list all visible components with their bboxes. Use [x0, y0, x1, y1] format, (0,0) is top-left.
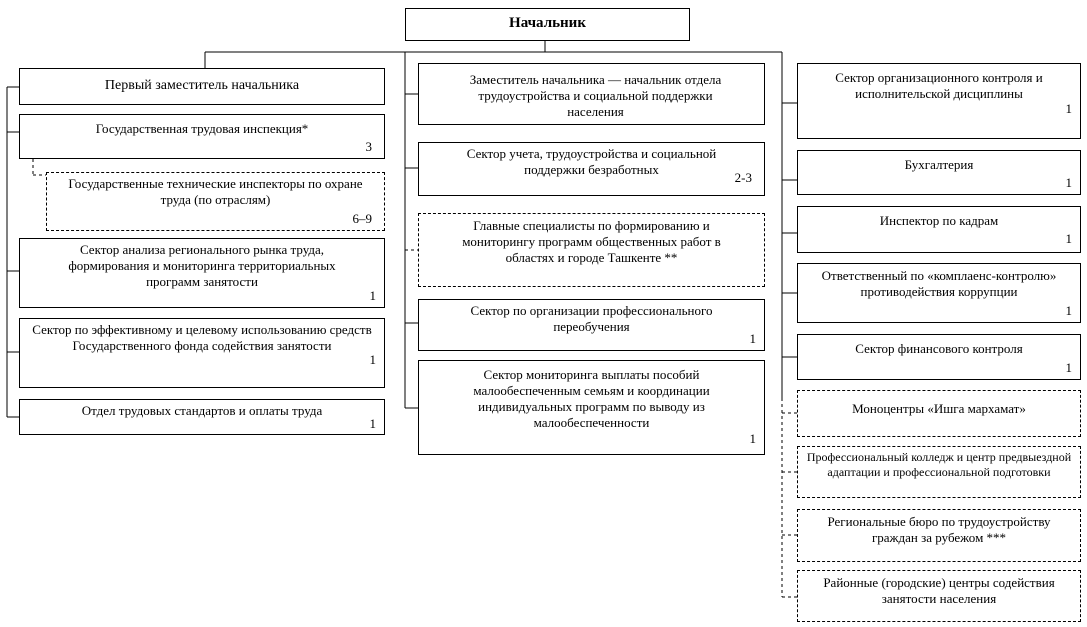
tech-inspectors-count: 6–9 [352, 211, 373, 226]
fund-usage-label: Сектор по эффективному и целевому исполь… [32, 322, 372, 353]
regional-market-count: 1 [369, 288, 377, 303]
hr-count: 1 [1065, 231, 1073, 246]
compliance-box: Ответственный по «комплаенс-контролю» пр… [797, 263, 1081, 323]
public-works-box: Главные специалисты по формированию и мо… [418, 213, 765, 287]
head-label: Начальник [509, 15, 586, 31]
labor-inspection-label: Государственная трудовая инспекция* [95, 121, 309, 136]
hr-label: Инспектор по кадрам [879, 213, 999, 228]
college-label: Профессиональный колледж и центр предвые… [806, 450, 1072, 479]
tech-inspectors-box: Государственные технические инспекторы п… [46, 172, 385, 231]
labor-standards-box: Отдел трудовых стандартов и оплаты труда… [19, 399, 385, 435]
labor-standards-count: 1 [369, 416, 377, 431]
first-deputy-label: Первый заместитель начальника [104, 78, 300, 93]
fund-usage-count: 1 [369, 352, 377, 367]
accounting-box: Бухгалтерия 1 [797, 150, 1081, 195]
deputy-employment-box: Заместитель начальника — начальник отдел… [418, 63, 765, 125]
labor-standards-label: Отдел трудовых стандартов и оплаты труда [81, 403, 323, 418]
deputy-employment-label: Заместитель начальника — начальник отдел… [469, 72, 722, 119]
retraining-sector-label: Сектор по организации профессионального … [470, 303, 713, 334]
first-deputy-box: Первый заместитель начальника [19, 68, 385, 105]
retraining-sector-count: 1 [749, 331, 757, 346]
benefits-sector-box: Сектор мониторинга выплаты пособий малоо… [418, 360, 765, 455]
org-control-box: Сектор организационного контроля и испол… [797, 63, 1081, 139]
unemployed-sector-label: Сектор учета, трудоустройства и социальн… [466, 146, 717, 177]
labor-inspection-box: Государственная трудовая инспекция* 3 [19, 114, 385, 159]
monocenters-label: Моноцентры «Ишга мархамат» [852, 401, 1026, 416]
labor-inspection-count: 3 [365, 139, 373, 154]
college-box: Профессиональный колледж и центр предвые… [797, 446, 1081, 498]
regional-market-label: Сектор анализа регионального рынка труда… [68, 242, 336, 289]
org-control-label: Сектор организационного контроля и испол… [835, 70, 1043, 101]
unemployed-sector-count: 2-3 [734, 170, 752, 185]
compliance-label: Ответственный по «комплаенс-контролю» пр… [821, 268, 1057, 299]
accounting-count: 1 [1065, 175, 1073, 190]
bureaus-label: Региональные бюро по трудоустройству гра… [827, 514, 1051, 545]
benefits-sector-label: Сектор мониторинга выплаты пособий малоо… [473, 367, 710, 430]
finance-control-label: Сектор финансового контроля [855, 341, 1023, 356]
tech-inspectors-label: Государственные технические инспекторы п… [68, 176, 363, 207]
compliance-count: 1 [1065, 303, 1073, 318]
public-works-label: Главные специалисты по формированию и мо… [462, 218, 721, 265]
bureaus-box: Региональные бюро по трудоустройству гра… [797, 509, 1081, 562]
retraining-sector-box: Сектор по организации профессионального … [418, 299, 765, 351]
finance-control-box: Сектор финансового контроля 1 [797, 334, 1081, 380]
accounting-label: Бухгалтерия [904, 157, 974, 172]
district-centers-box: Районные (городские) центры содействия з… [797, 570, 1081, 622]
benefits-sector-count: 1 [749, 431, 757, 446]
district-centers-label: Районные (городские) центры содействия з… [823, 575, 1055, 606]
unemployed-sector-box: Сектор учета, трудоустройства и социальн… [418, 142, 765, 196]
org-control-count: 1 [1065, 101, 1073, 116]
monocenters-box: Моноцентры «Ишга мархамат» [797, 390, 1081, 437]
fund-usage-box: Сектор по эффективному и целевому исполь… [19, 318, 385, 388]
head-box: Начальник [405, 8, 690, 41]
finance-control-count: 1 [1065, 360, 1073, 375]
regional-market-box: Сектор анализа регионального рынка труда… [19, 238, 385, 308]
hr-box: Инспектор по кадрам 1 [797, 206, 1081, 253]
